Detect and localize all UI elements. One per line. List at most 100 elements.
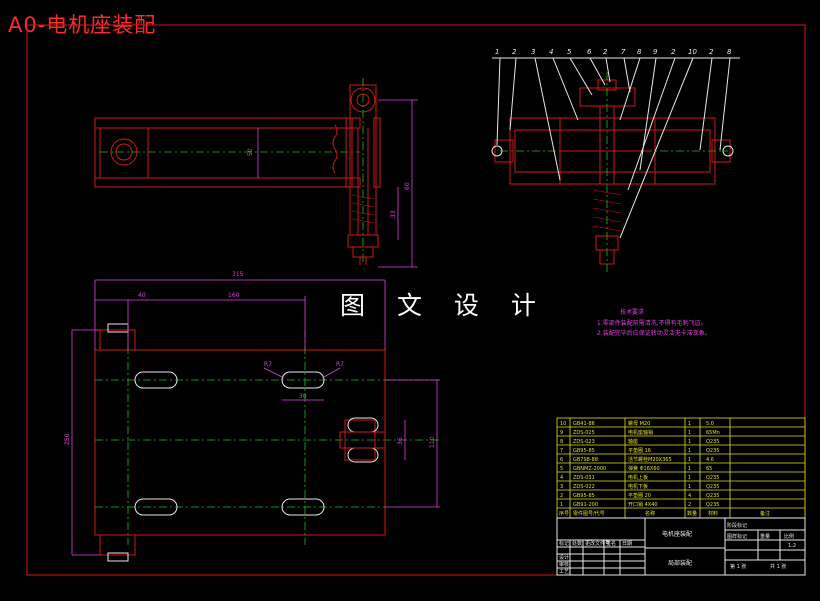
- bom-cell: Q235: [706, 484, 719, 490]
- bom-cell: 3: [560, 484, 563, 490]
- tb-sheets: 共 1 张: [770, 563, 786, 570]
- balloon-9: 9: [653, 48, 658, 56]
- balloon-1: 1: [495, 48, 499, 56]
- dim-36: 36: [397, 437, 404, 445]
- bom-cell: 1: [688, 475, 691, 481]
- bom-cell: ZDS-023: [573, 439, 595, 445]
- balloon-leaders: 1 2 3 4 5 6 2 7 8 9 2 10 2 8: [492, 48, 740, 239]
- tech-req-line-1: 1.零部件装配前需清洗,不得有毛刺飞边。: [597, 319, 707, 327]
- bom-cell: 1: [688, 430, 691, 436]
- dim-r7-left: R7: [264, 361, 272, 368]
- bom-cell: 4.6: [706, 457, 714, 463]
- balloon-2d: 2: [709, 48, 714, 56]
- dim-315: 315: [232, 271, 244, 278]
- bom-cell: GB91-200: [573, 502, 598, 508]
- dim-50: 50: [247, 148, 254, 156]
- bom-cell: 1: [688, 466, 691, 472]
- bom-cell: 平垫圈 20: [628, 492, 651, 499]
- dim-160: 160: [228, 292, 240, 299]
- tech-req-heading: 技术要求: [620, 308, 644, 316]
- bom-cell: GB41-86: [573, 421, 595, 427]
- bom-header-mat: 材料: [708, 510, 718, 517]
- tb-scale: 1:2: [788, 543, 796, 549]
- bom-header-remark: 备注: [760, 510, 770, 517]
- bom-cell: GB95-85: [573, 493, 595, 499]
- tb-label-change: 更改文件号: [585, 540, 610, 547]
- bom-cell: 1: [560, 502, 563, 508]
- bom-cell: Q235: [706, 448, 719, 454]
- bom-cell: 弹簧 Φ16X60: [628, 465, 660, 472]
- balloon-6: 6: [587, 48, 592, 56]
- bom-cell: 4: [560, 475, 563, 481]
- dim-r7-right: R7: [336, 361, 344, 368]
- tb-right-weight: 重量: [760, 533, 770, 540]
- title-block: 电机座装配 局部装配 标记 处数 更改文件号 签名 日期 设计 审核 工艺 阶段…: [556, 517, 806, 576]
- bom-cell: 9: [560, 430, 563, 436]
- bom-cell: GBNMZ-2000: [573, 466, 606, 472]
- tb-label-sign: 签名: [606, 540, 616, 547]
- tech-req-line-2: 2.装配完毕后应保证转动灵活无卡滞现象。: [597, 329, 711, 337]
- bom-cell: GB798-88: [573, 457, 598, 463]
- drawing-border: [26, 24, 806, 576]
- tb-role-design: 设计: [559, 554, 569, 561]
- bom-cell: 5.0: [706, 421, 714, 427]
- tb-label-count: 处数: [572, 540, 582, 547]
- bom-cell: 螺母 M20: [628, 420, 650, 427]
- bom-header-code: 零件图号/代号: [573, 510, 605, 517]
- bom-cell: 轴座: [628, 438, 638, 445]
- tb-stage: 阶段标记: [727, 522, 747, 529]
- bom-header-no: 序号: [559, 510, 569, 517]
- bom-cell: 电机下板: [628, 483, 648, 490]
- tb-label-mark: 标记: [559, 540, 569, 547]
- dim-110: 110: [429, 436, 436, 448]
- dim-60: 60: [404, 182, 411, 190]
- balloon-2c: 2: [671, 48, 676, 56]
- bom-cell: 65Mn: [706, 430, 720, 436]
- side-view: [491, 72, 734, 275]
- balloon-4: 4: [549, 48, 553, 56]
- bom-cell: ZDS-031: [573, 475, 595, 481]
- dim-30: 30: [299, 393, 307, 400]
- bom-cell: 65: [706, 466, 712, 472]
- technical-requirements: 技术要求 1.零部件装配前需清洗,不得有毛刺飞边。 2.装配完毕后应保证转动灵活…: [597, 308, 711, 337]
- front-view: 50 60 33: [94, 78, 418, 268]
- dim-250: 250: [64, 433, 71, 445]
- tb-role-review: 审核: [559, 561, 569, 568]
- bom-cell: GB95-85: [573, 448, 595, 454]
- bom-cell: 2: [688, 502, 691, 508]
- balloon-7: 7: [621, 48, 626, 56]
- bom-cell: Q235: [706, 439, 719, 445]
- bom-cell: 2: [560, 493, 563, 499]
- bom-cell: 1: [688, 448, 691, 454]
- bom-cell: 开口销 4X40: [628, 501, 658, 508]
- title-block-name: 电机座装配: [662, 530, 692, 538]
- balloon-10: 10: [688, 48, 697, 56]
- title-block-assembly: 局部装配: [668, 559, 692, 567]
- dim-40: 40: [138, 292, 146, 299]
- dim-33: 33: [390, 210, 397, 218]
- tb-role-process: 工艺: [559, 569, 569, 575]
- bom-cell: Q235: [706, 475, 719, 481]
- balloon-5: 5: [567, 48, 572, 56]
- bom-cell: 7: [560, 448, 563, 454]
- watermark: 图 文 设 计: [340, 291, 548, 320]
- tb-right-scale: 比例: [784, 533, 794, 540]
- bom-cell: Q235: [706, 502, 719, 508]
- bom-cell: 1: [688, 484, 691, 490]
- balloon-2: 2: [512, 48, 517, 56]
- bom-cell: 1: [688, 421, 691, 427]
- tb-label-date: 日期: [622, 541, 632, 547]
- bom-cell: 5: [560, 466, 563, 472]
- bom-cell: 8: [560, 439, 563, 445]
- bom-cell: 6: [560, 457, 563, 463]
- bom-header-name: 名称: [645, 510, 655, 517]
- bom-cell: 1: [688, 457, 691, 463]
- bom-cell: Q235: [706, 493, 719, 499]
- balloon-8: 8: [637, 48, 642, 56]
- balloon-2b: 2: [603, 48, 608, 56]
- balloon-3: 3: [531, 48, 535, 56]
- bom-cell: ZDS-025: [573, 430, 595, 436]
- balloon-8b: 8: [727, 48, 732, 56]
